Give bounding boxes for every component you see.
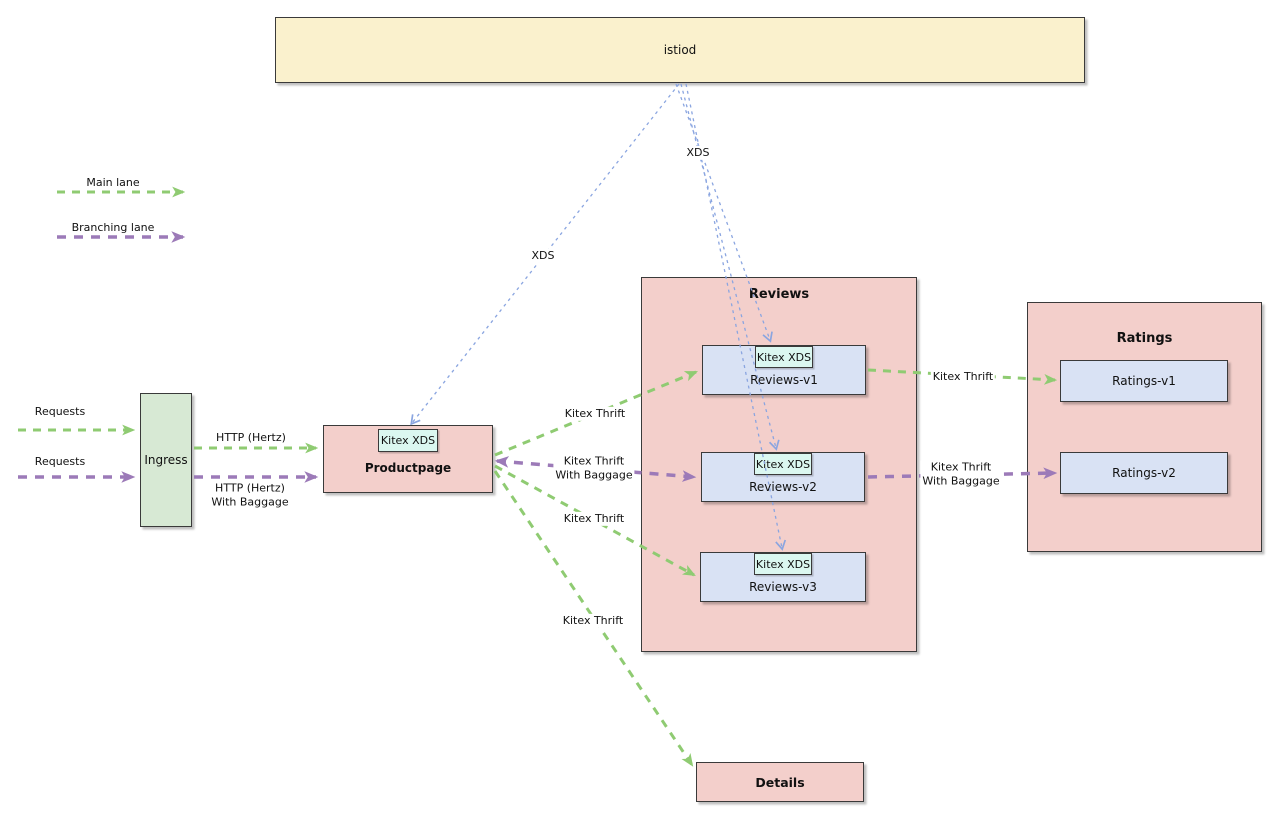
- node-details: Details: [696, 762, 864, 802]
- productpage-kitex-xds-sidecar: Kitex XDS: [378, 429, 438, 452]
- details-label: Details: [755, 774, 805, 790]
- node-reviews-v2: Kitex XDS Reviews-v2: [701, 452, 865, 502]
- label-xds-reviews: XDS: [684, 145, 712, 161]
- reviews-v1-kitex-xds-sidecar: Kitex XDS: [755, 346, 813, 368]
- legend-branching-lane-label: Branching lane: [69, 220, 157, 236]
- node-istiod: istiod: [275, 17, 1085, 83]
- node-ingress: Ingress: [140, 393, 192, 527]
- ratings-v1-label: Ratings-v1: [1112, 374, 1176, 388]
- label-requests-branching: Requests: [32, 454, 88, 470]
- label-http-hertz-with-baggage: HTTP (Hertz) With Baggage: [209, 481, 291, 511]
- reviews-v3-label: Reviews-v3: [749, 580, 817, 594]
- legend-main-lane-label: Main lane: [84, 175, 142, 191]
- reviews-v2-label: Reviews-v2: [749, 480, 817, 494]
- label-kitex-thrift-v3: Kitex Thrift: [561, 511, 627, 527]
- label-kitex-thrift-with-baggage-v2: Kitex Thrift With Baggage: [553, 454, 635, 484]
- node-ratings-v1: Ratings-v1: [1060, 360, 1228, 402]
- node-productpage: Kitex XDS Productpage: [323, 425, 493, 493]
- node-reviews-v1: Kitex XDS Reviews-v1: [702, 345, 866, 395]
- istiod-label: istiod: [663, 43, 697, 57]
- label-kitex-thrift-details: Kitex Thrift: [560, 613, 626, 629]
- label-http-hertz: HTTP (Hertz): [214, 430, 288, 446]
- label-kitex-thrift-ratings-v1: Kitex Thrift: [930, 369, 996, 385]
- ratings-v2-label: Ratings-v2: [1112, 466, 1176, 480]
- reviews-v3-kitex-xds-sidecar: Kitex XDS: [754, 553, 812, 575]
- node-ratings-v2: Ratings-v2: [1060, 452, 1228, 494]
- label-kitex-thrift-v1: Kitex Thrift: [562, 406, 628, 422]
- reviews-group-title: Reviews: [748, 287, 810, 302]
- node-reviews-v3: Kitex XDS Reviews-v3: [700, 552, 866, 602]
- label-xds-productpage: XDS: [529, 248, 557, 264]
- group-ratings: Ratings: [1027, 302, 1262, 552]
- label-requests-main: Requests: [32, 404, 88, 420]
- productpage-label: Productpage: [364, 461, 452, 475]
- ratings-group-title: Ratings: [1116, 331, 1173, 346]
- reviews-v2-kitex-xds-sidecar: Kitex XDS: [754, 453, 812, 475]
- ingress-label: Ingress: [144, 453, 188, 467]
- label-kitex-thrift-with-baggage-ratings-v2: Kitex Thrift With Baggage: [920, 460, 1002, 490]
- reviews-v1-label: Reviews-v1: [750, 373, 818, 387]
